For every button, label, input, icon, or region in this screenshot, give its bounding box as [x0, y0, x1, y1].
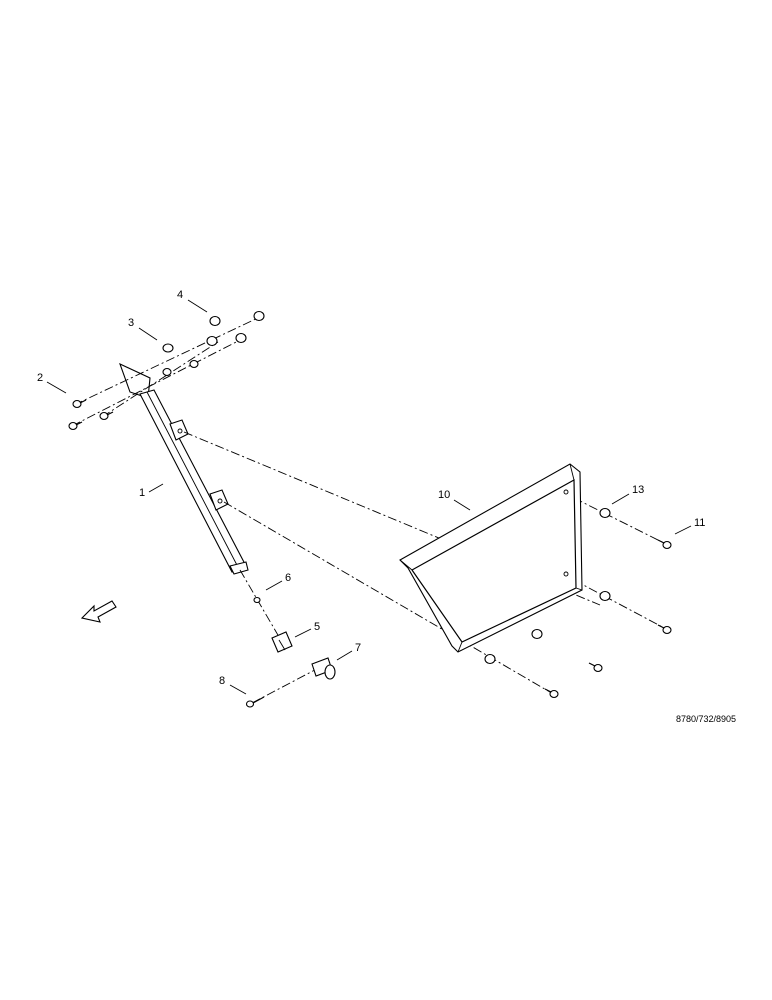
leader-7: [336, 650, 353, 661]
label-13: 13: [611, 484, 644, 505]
leader-6: [265, 580, 283, 591]
washer-13a: [599, 507, 611, 519]
washer-13c: [531, 628, 543, 640]
reference-code: 8780/732/8905: [676, 714, 736, 724]
panel-corner-2: [569, 463, 575, 481]
label-8-text: 8: [219, 675, 225, 687]
part-8-bolt: [245, 696, 265, 708]
upper-bracket-hole: [177, 428, 183, 434]
bolt-2b: [68, 421, 83, 431]
part-1-support-bar: [119, 362, 249, 575]
label-10: 10: [438, 489, 471, 511]
axis-vertical-hardware: [239, 569, 283, 643]
label-11-text: 11: [694, 517, 705, 529]
panel-outer: [399, 463, 583, 653]
axis-panel-top: [573, 497, 669, 546]
part-5-fitting: [271, 631, 293, 653]
bolt-2c: [99, 411, 114, 421]
part-10-panel: [399, 463, 583, 653]
label-2: 2: [37, 372, 67, 394]
label-11: 11: [674, 517, 705, 535]
label-6: 6: [265, 572, 291, 591]
washer-13b: [599, 590, 611, 602]
part-7-pin: [311, 657, 336, 680]
bolt-11c: [588, 662, 603, 673]
label-4-text: 4: [177, 289, 183, 301]
washer-13d: [484, 653, 496, 665]
label-5: 5: [294, 621, 320, 638]
label-7: 7: [336, 642, 361, 661]
leader-3: [138, 327, 158, 341]
panel-hardware: [484, 507, 672, 699]
top-hardware: [68, 310, 265, 431]
label-1-text: 1: [139, 487, 145, 499]
panel-hole-2: [563, 571, 569, 577]
label-5-text: 5: [314, 621, 320, 633]
nut-4b: [206, 335, 218, 347]
label-4: 4: [177, 289, 208, 313]
leader-10: [453, 499, 471, 511]
washer-3c: [162, 367, 172, 377]
bolt-11b: [657, 624, 672, 635]
washer-3a: [162, 343, 174, 353]
panel-corner-4: [457, 641, 463, 653]
label-1: 1: [139, 483, 164, 499]
leader-4: [187, 299, 208, 313]
washer-3b: [189, 359, 199, 369]
lower-hardware: [239, 569, 336, 708]
lower-bracket-hole: [217, 498, 223, 504]
label-6-text: 6: [285, 572, 291, 584]
part-6-washer: [253, 596, 261, 604]
axis-lower: [101, 341, 219, 418]
leader-13: [611, 493, 630, 505]
nut-4c: [235, 332, 247, 344]
direction-arrow-icon: [80, 600, 117, 623]
axis-middle: [71, 337, 245, 427]
bolt-11a: [657, 539, 672, 550]
leader-2: [46, 381, 67, 394]
leader-1: [148, 483, 164, 493]
panel-corner-1: [399, 559, 413, 571]
label-2-text: 2: [37, 372, 43, 384]
axis-panel-bottom: [573, 579, 669, 631]
panel-corner-3: [575, 587, 583, 591]
axis-upper: [73, 315, 263, 406]
label-3-text: 3: [128, 317, 134, 329]
leader-5: [294, 628, 312, 638]
leader-8: [229, 684, 247, 695]
bolt-11d: [544, 688, 559, 699]
leader-11: [674, 525, 692, 535]
axis-bracket-lower: [223, 501, 556, 696]
nut-4d: [253, 310, 265, 322]
nut-4a: [209, 315, 221, 327]
bolt-2a: [72, 399, 87, 409]
label-3: 3: [128, 317, 158, 341]
label-8: 8: [219, 675, 247, 695]
label-7-text: 7: [355, 642, 361, 654]
bar-edge: [146, 391, 240, 570]
bar-bottom-end: [229, 561, 249, 575]
panel-hole-1: [563, 489, 569, 495]
label-10-text: 10: [438, 489, 450, 501]
label-13-text: 13: [632, 484, 644, 496]
